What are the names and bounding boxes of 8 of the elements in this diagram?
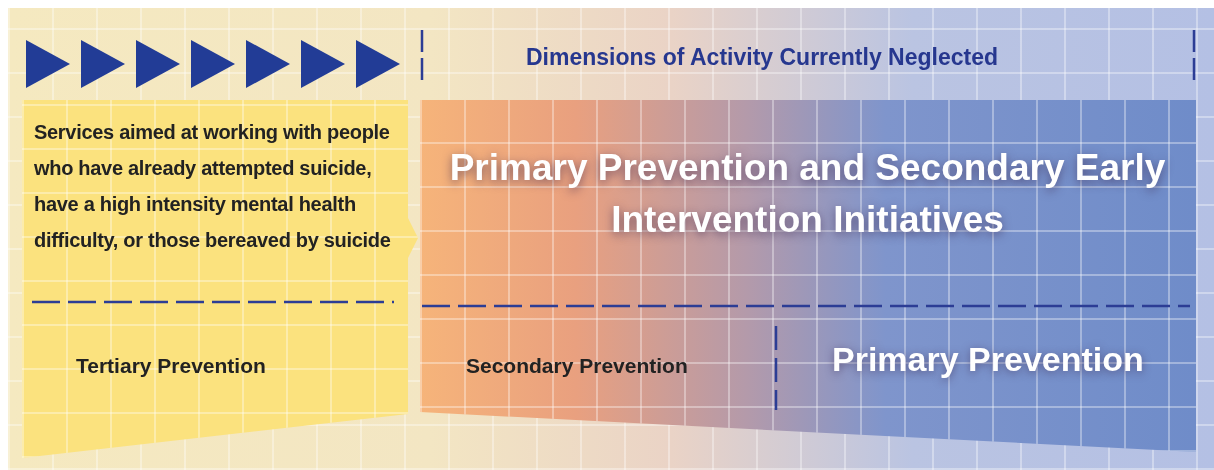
- heading-label: Dimensions of Activity Currently Neglected: [526, 44, 999, 71]
- section-label: Primary Prevention: [832, 340, 1144, 379]
- description-text: Services aimed at working with people who have already attempted suicide, have a high intensity mental health difficulty, or those bereaved by suicide: [34, 120, 392, 253]
- gradient-panel: [420, 100, 1196, 452]
- panel-heading: Primary Prevention and Secondary Early Intervention Initiatives: [448, 146, 1167, 242]
- callout-panel: [22, 100, 420, 458]
- section-label: Secondary Prevention: [466, 354, 688, 378]
- section-label: Tertiary Prevention: [76, 354, 266, 378]
